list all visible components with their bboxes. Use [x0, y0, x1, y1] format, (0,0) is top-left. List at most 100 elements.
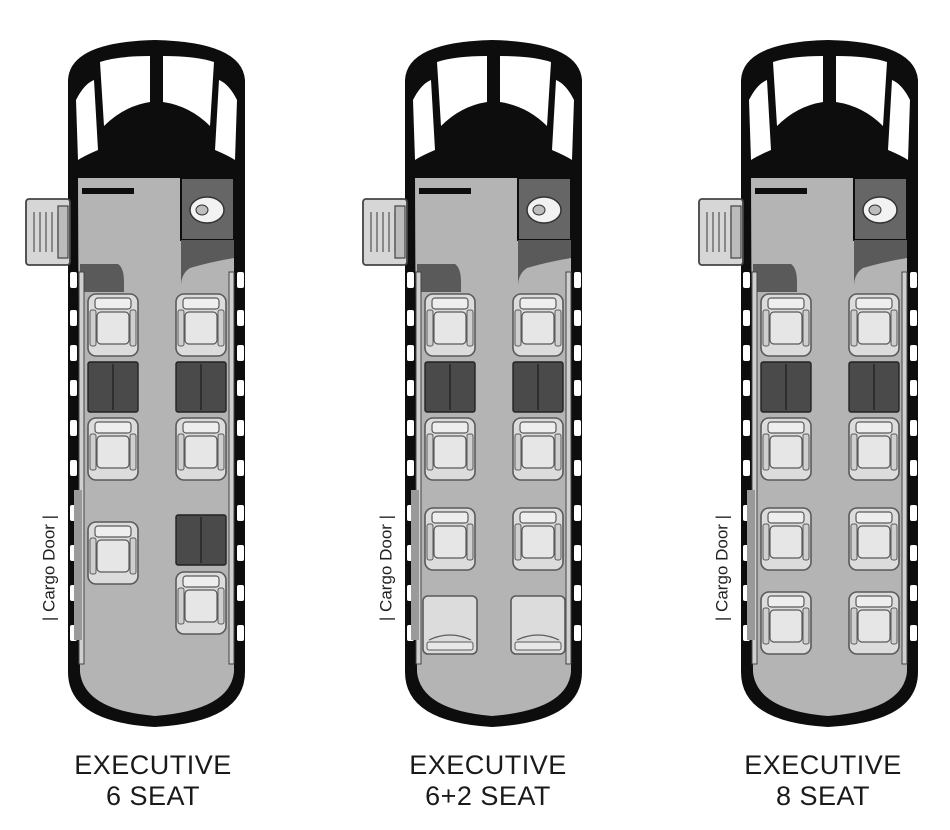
seat-cushion	[184, 435, 218, 469]
airstair-door	[362, 198, 408, 266]
cabin-window-left	[407, 420, 414, 436]
seat-left	[760, 507, 812, 571]
table-left	[760, 361, 812, 413]
cockpit-divider	[755, 188, 807, 194]
cabin-layout-2: | Cargo Door |	[362, 40, 582, 727]
bulkhead-right	[181, 240, 234, 286]
cabin-window-left	[743, 272, 750, 288]
seat-armrest	[217, 433, 225, 471]
side-window-right	[552, 80, 574, 160]
seat-cushion	[521, 435, 555, 469]
bulkhead-right	[518, 240, 571, 286]
seat-armrest	[762, 523, 770, 561]
side-window-left	[749, 80, 771, 160]
cabin-window-right	[237, 272, 244, 288]
seat-headrest	[94, 525, 132, 538]
seat-armrest	[554, 523, 562, 561]
cabin-window-left	[70, 460, 77, 476]
side-window-left	[413, 80, 435, 160]
cabin-window-left	[743, 380, 750, 396]
seat-headrest	[94, 297, 132, 310]
cargo-door-label: | Cargo Door |	[712, 515, 731, 621]
side-window-left	[76, 80, 98, 160]
seat-headrest	[431, 421, 469, 434]
caption-line1: EXECUTIVE	[74, 750, 232, 780]
cabin-window-right	[574, 380, 581, 396]
cabin-window-left	[743, 345, 750, 361]
cargo-door-label: | Cargo Door |	[39, 515, 58, 621]
cabin-window-left	[743, 460, 750, 476]
bench-cushion-line	[428, 634, 472, 641]
cabin-window-right	[237, 460, 244, 476]
seat-headrest	[855, 511, 893, 524]
cockpit-windows	[76, 56, 237, 160]
cabin-window-right	[910, 460, 917, 476]
seat-headrest	[519, 297, 557, 310]
seat-left	[424, 293, 476, 357]
table-left	[424, 361, 476, 413]
seat-armrest	[890, 523, 898, 561]
seat-armrest	[890, 607, 898, 645]
cabin-window-left	[70, 420, 77, 436]
seat-headrest	[182, 297, 220, 310]
cabin-window-right	[574, 505, 581, 521]
table-right	[175, 361, 227, 413]
cargo-door-panel	[74, 490, 82, 640]
cockpit-divider	[82, 188, 134, 194]
seat-cushion	[96, 435, 130, 469]
bench-base	[426, 641, 474, 651]
windshield-pane-right	[836, 56, 887, 126]
cabin-window-right	[910, 380, 917, 396]
cabin-window-right	[574, 345, 581, 361]
cabin-window-left	[407, 310, 414, 326]
side-rail-left	[415, 271, 422, 665]
cabin-window-left	[407, 380, 414, 396]
cabin-window-left	[743, 420, 750, 436]
windshield-pane-right	[500, 56, 551, 126]
seat-armrest	[426, 309, 434, 347]
cabin-window-right	[237, 345, 244, 361]
seat-armrest	[466, 523, 474, 561]
cabin-window-right	[910, 420, 917, 436]
seat-left	[87, 417, 139, 481]
seat-armrest	[129, 309, 137, 347]
seat-cushion	[769, 525, 803, 559]
seat-headrest	[431, 511, 469, 524]
seat-armrest	[850, 523, 858, 561]
cabin-window-right	[910, 625, 917, 641]
seat-armrest	[89, 309, 97, 347]
seat-cushion	[521, 525, 555, 559]
cabin-window-right	[910, 272, 917, 288]
seat-armrest	[890, 309, 898, 347]
seat-armrest	[850, 433, 858, 471]
seat-headrest	[182, 421, 220, 434]
seat-headrest	[519, 511, 557, 524]
seat-cushion	[857, 525, 891, 559]
cabin-window-left	[743, 310, 750, 326]
seat-right	[512, 293, 564, 357]
airstair-door	[698, 198, 744, 266]
seat-armrest	[850, 607, 858, 645]
cabin-layout-1: | Cargo Door |	[25, 40, 245, 727]
cockpit-divider	[419, 188, 471, 194]
cockpit-windows	[413, 56, 574, 160]
table-right	[175, 514, 227, 566]
seat-armrest	[514, 523, 522, 561]
windshield-pane-left	[773, 56, 823, 126]
cabin-window-right	[574, 272, 581, 288]
cabin-window-right	[237, 420, 244, 436]
windshield-pane-left	[437, 56, 487, 126]
seat-cushion	[96, 539, 130, 573]
seat-armrest	[177, 309, 185, 347]
bench-cushion-line	[516, 634, 560, 641]
seat-headrest	[519, 421, 557, 434]
side-rail-right	[565, 271, 572, 665]
bench-seat-left	[422, 595, 478, 655]
seat-right	[848, 293, 900, 357]
seat-armrest	[217, 587, 225, 625]
cabin-window-left	[70, 345, 77, 361]
bulkhead-left	[417, 264, 461, 292]
cabin-layout-3: | Cargo Door |	[698, 40, 918, 727]
bulkhead-right	[854, 240, 907, 286]
